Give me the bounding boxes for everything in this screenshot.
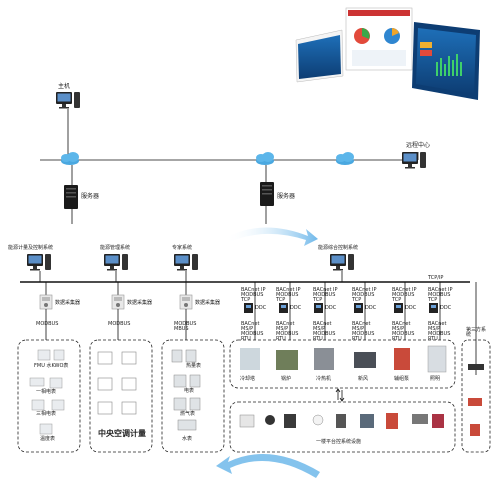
collector-icon [39,294,53,310]
ddc-ip-label-2: BACnet IP MODBUS TCP [276,287,301,303]
ddc-label-6: DDC [440,305,452,311]
sub-meters-group-box [161,339,225,453]
meter-label-1: FMU 水KWO表 [34,363,69,369]
energy-metering-label: 能源计量及控制系统 [8,245,54,251]
field-devices [239,413,444,429]
equipment-label-6: 照明 [430,376,441,382]
field-devices-label: 一楼平台控系统设施 [316,439,362,445]
ddc-ip-label-4: BACnet IP MODBUS TCP [352,287,377,303]
collector-label-1: 数据采集器 [55,300,81,306]
ddc-label-4: DDC [365,305,377,311]
server-icon [64,185,78,209]
equipment-label-4: 新风 [358,376,369,382]
meter-label-4: 温度表 [40,436,56,442]
ddc-label-1: DDC [255,305,267,311]
third-party-devices [468,364,484,436]
server-label: 服务器 [81,193,100,200]
ddc-icon [244,303,253,313]
sub-meter-label-2: 电表 [184,388,195,394]
integrated-control-pc-icon [330,254,354,271]
equipment-group-box [229,339,456,389]
ddc-ms-label-1: BACnet MS/P MODBUS RTU [241,321,264,342]
server-label-2: 服务器 [277,193,296,200]
server-icon [260,182,274,206]
ddc-icon [354,303,363,313]
equipment-label-1: 冷却塔 [240,376,256,382]
ddc-ip-label-6: BACnet IP MODBUS TCP [428,287,453,303]
cloud-icon [336,152,354,165]
hvac-label: 中央空调计量 [98,429,146,438]
ddc-label-5: DDC [405,305,417,311]
host-computer-icon [56,92,80,109]
tcpip-label: TCP/IP [428,275,444,281]
host-label: 主机 [58,83,71,90]
third-party-group-box [461,339,491,453]
ddc-ms-label-4: BACnet MS/P MODBUS RTU [352,321,375,342]
meter-label-2: 一相电表 [36,389,57,395]
integrated-control-label: 能源综合控制系统 [318,245,359,251]
sub-meter-devices [171,349,201,431]
sub-meter-label-1: 热量表 [186,363,202,369]
ddc-ip-label-3: BACnet IP MODBUS TCP [313,287,338,303]
collector-label-2: 数据采集器 [127,300,153,306]
dashboard-screens [295,7,480,100]
modbus-mbus-label: MODBUS MBUS [174,321,197,332]
energy-management-label: 能源管理系统 [100,245,131,251]
cloud-icon [61,152,79,165]
ddc-icon [279,303,288,313]
ddc-ip-label-5: BACnet IP MODBUS TCP [392,287,417,303]
meter-label-3: 三相电表 [36,411,57,417]
equipment-images [240,345,447,373]
equipment-label-3: 冷热机 [316,376,332,382]
ddc-ip-label-1: BACnet IP MODBUS TCP [241,287,266,303]
bidirectional-arrow-icon [335,388,345,402]
third-party-label: 第三方系统 [466,327,487,338]
special-system-pc-icon [174,254,198,271]
remote-center-computer-icon [402,152,426,169]
meter-devices [29,349,65,435]
collector-icon [111,294,125,310]
hvac-group-box [89,339,153,453]
remote-center-label: 远程中心 [406,142,431,149]
ddc-icon [314,303,323,313]
ddc-ms-label-2: BACnet MS/P MODBUS RTU [276,321,299,342]
flow-arrow-down [216,454,320,478]
ddc-ms-label-6: BACnet MS/P MODBUS RTU [428,321,451,342]
ddc-label-2: DDC [290,305,302,311]
ddc-icon [394,303,403,313]
collector-icon [179,294,193,310]
ddc-label-3: DDC [325,305,337,311]
flow-arrow-up [225,227,318,246]
meters-group-box [17,339,81,453]
collector-label-3: 数据采集器 [195,300,221,306]
equipment-label-2: 锅炉 [281,376,292,382]
field-devices-group-box [229,401,456,453]
thermostat-devices [97,351,137,415]
sub-meter-label-4: 水表 [182,436,193,442]
modbus-label-2: MODBUS [108,321,131,327]
ddc-icon [429,303,438,313]
energy-management-pc-icon [104,254,128,271]
sub-meter-label-3: 燃气表 [180,411,196,417]
equipment-label-5: 辅组泵 [394,376,410,382]
ddc-ms-label-3: BACnet MS/P MODBUS RTU [313,321,336,342]
ddc-ms-label-5: BACnet MS/P MODBUS RTU [392,321,415,342]
special-system-label: 专家系统 [172,245,193,251]
cloud-icon [256,152,274,165]
energy-metering-pc-icon [27,254,51,271]
modbus-label-1: MODBUS [36,321,59,327]
